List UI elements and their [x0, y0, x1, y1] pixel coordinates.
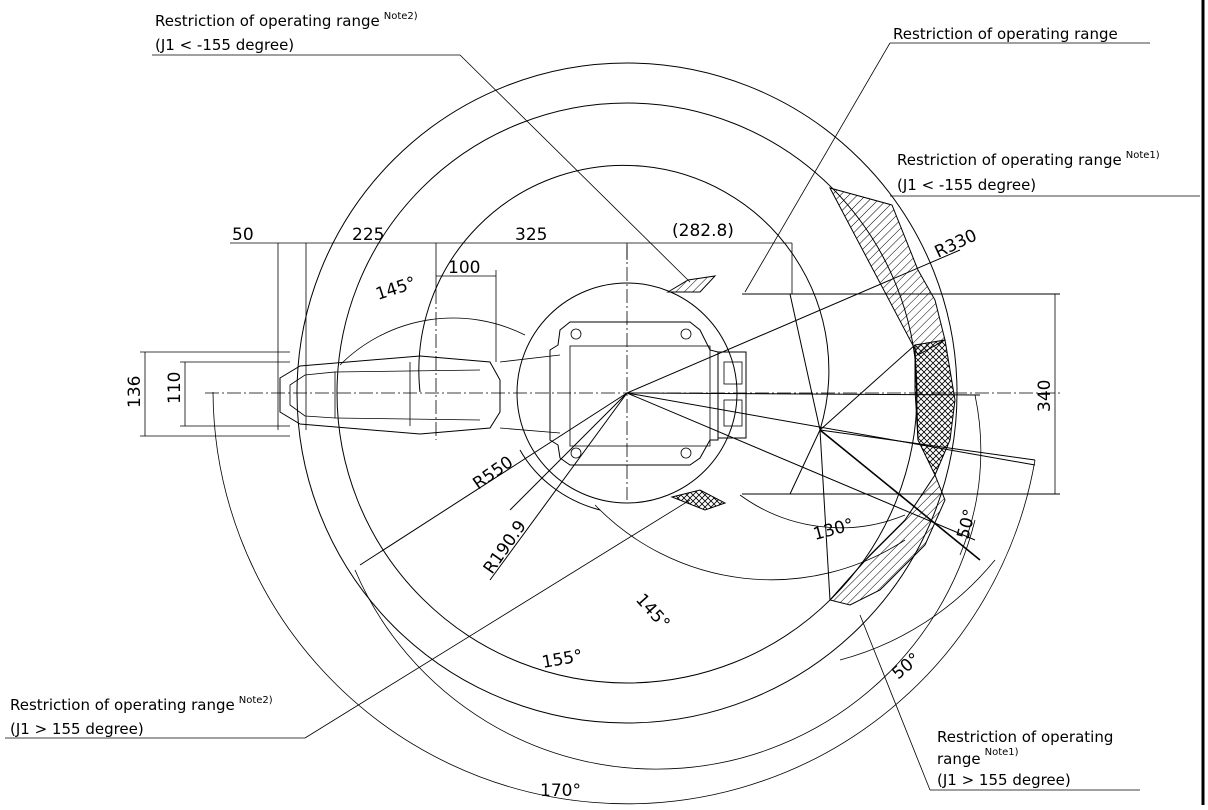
label-line2: range [937, 750, 981, 768]
label-condition: (J1 < -155 degree) [155, 36, 294, 54]
label-right: Restriction of operating range Note1) (J1… [897, 150, 1160, 194]
restriction-region-top-small [666, 275, 717, 293]
restriction-region-right-top [829, 187, 946, 356]
angle-170: 170° [540, 781, 581, 801]
label-note: Note2) [384, 11, 418, 22]
center-lines [205, 245, 1060, 500]
arc-50-bottom [839, 559, 996, 661]
arc-155 [354, 519, 976, 770]
restriction-region-bottom-small [670, 489, 727, 511]
label-text: Restriction of operating range [155, 12, 380, 30]
label-text: Restriction of operating range [10, 696, 235, 714]
restriction-regions [666, 187, 956, 606]
svg-text:Restriction of operating range: Restriction of operating range Note2) [155, 11, 418, 30]
label-text: Restriction of operating range [893, 25, 1118, 43]
dim-r190: R190.9 [480, 517, 531, 578]
label-condition: (J1 < -155 degree) [897, 176, 1036, 194]
angle-145-top: 145° [373, 273, 418, 305]
dim-50: 50 [232, 225, 254, 245]
left-dimensions [140, 351, 290, 437]
label-bottom-right: Restriction of operating range Note1) (J1… [937, 728, 1113, 789]
arc-130 [739, 494, 906, 529]
arc-145 [594, 504, 906, 581]
label-top-center: Restriction of operating range [893, 25, 1118, 43]
dim-100: 100 [448, 258, 480, 278]
dim-r550: R550 [469, 452, 517, 494]
robot-base [549, 321, 747, 466]
arc-170 [212, 391, 1036, 805]
leader-lines [5, 42, 1200, 791]
arc-50-right [959, 394, 982, 556]
arc-145-top [339, 317, 526, 366]
dim-110: 110 [165, 372, 185, 404]
label-line1: Restriction of operating [937, 728, 1113, 746]
label-note: Note2) [239, 695, 273, 706]
range-circles [212, 62, 1036, 805]
svg-text:Restriction of operating range: Restriction of operating range Note1) [897, 150, 1160, 169]
restriction-region-right-mid [914, 339, 956, 477]
envelope-lines [359, 249, 1060, 601]
label-note: Note1) [985, 747, 1019, 758]
top-dimensions [230, 242, 793, 430]
label-condition: (J1 > 155 degree) [10, 720, 144, 738]
angle-155: 155° [540, 646, 584, 673]
label-top-left: Restriction of operating range Note2) (J1… [155, 11, 418, 54]
angle-130: 130° [811, 515, 856, 545]
robot-arm [279, 354, 561, 435]
dim-282: (282.8) [672, 221, 734, 241]
dim-225: 225 [352, 225, 384, 245]
dim-325: 325 [515, 225, 547, 245]
dim-r330: R330 [932, 226, 981, 263]
label-note: Note1) [1126, 150, 1160, 161]
dim-340: 340 [1035, 380, 1055, 412]
angle-50-right: 50° [954, 507, 981, 541]
angle-145-bottom: 145° [631, 590, 673, 634]
label-bottom-left: Restriction of operating range Note2) (J1… [10, 695, 273, 738]
label-text: Restriction of operating range [897, 151, 1122, 169]
dim-136: 136 [125, 376, 145, 408]
angle-50-bottom: 50° [888, 649, 924, 684]
svg-text:Restriction of operating range: Restriction of operating range Note2) [10, 695, 273, 714]
inner-range-arc [418, 164, 830, 431]
label-condition: (J1 > 155 degree) [937, 771, 1071, 789]
